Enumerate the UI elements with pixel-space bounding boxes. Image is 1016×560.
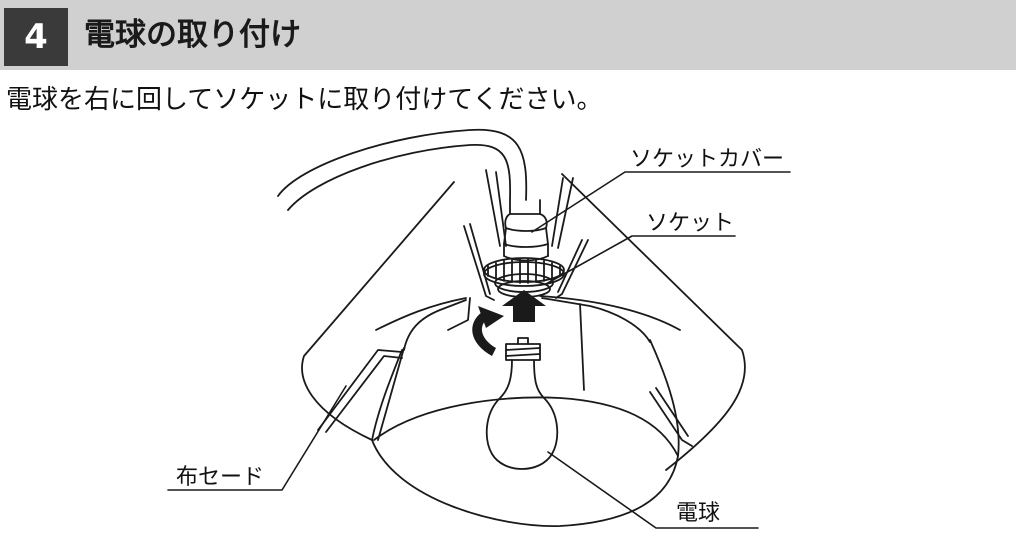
step-title: 電球の取り付け bbox=[84, 17, 301, 53]
instruction-text: 電球を右に回してソケットに取り付けてください。 bbox=[6, 85, 603, 115]
label-fabric-shade: 布セード bbox=[176, 465, 264, 490]
bulb bbox=[485, 337, 559, 470]
step-number-badge: 4 bbox=[4, 8, 68, 66]
label-socket: ソケット bbox=[646, 211, 734, 236]
leader-lines bbox=[167, 171, 791, 529]
step-header: 4 電球の取り付け bbox=[0, 0, 1016, 70]
socket-cover bbox=[503, 199, 549, 262]
shade-outer bbox=[301, 173, 746, 527]
frame-wire bbox=[317, 169, 693, 447]
label-bulb: 電球 bbox=[676, 501, 720, 526]
power-cord bbox=[277, 128, 528, 211]
label-socket-cover: ソケットカバー bbox=[630, 147, 784, 172]
rotate-clockwise-arrow-icon bbox=[472, 306, 504, 356]
arrow-up-icon bbox=[502, 290, 546, 322]
